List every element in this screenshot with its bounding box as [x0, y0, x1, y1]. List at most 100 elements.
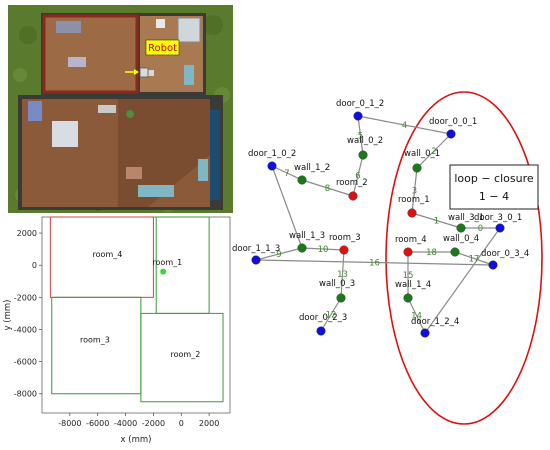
x-tick-label: -2000: [142, 419, 165, 428]
x-axis-label: x (mm): [121, 435, 152, 445]
edge-label: 8: [325, 184, 330, 194]
node-label: room_3: [329, 233, 361, 243]
loop-closure-ellipse: [385, 91, 543, 425]
edge-label: 2: [431, 147, 436, 157]
graph-edges: [255, 115, 501, 334]
x-tick-label: -4000: [114, 419, 137, 428]
small-table: [126, 167, 142, 179]
node-label: door_1_1_3: [232, 244, 280, 254]
graph-node-room_2: [348, 191, 358, 201]
chair: [184, 65, 194, 85]
node-label: wall_1_3: [289, 231, 325, 241]
edge-label: 9: [276, 250, 281, 260]
node-label: door_3_0_1: [474, 213, 522, 223]
node-label: wall_0_3: [319, 279, 355, 289]
graph-node-door_1_0_2: [267, 161, 277, 171]
edge-label: 4: [402, 121, 407, 131]
graph-node-wall_3_1: [456, 223, 466, 233]
graph-node-labels: door_1_1_3 wall_1_3 room_3 door_1_0_2 wall_1…: [232, 99, 529, 327]
graph-edge: [411, 167, 418, 214]
node-label: door_0_2_3: [299, 313, 347, 323]
toilet: [156, 19, 165, 28]
node-label: wall_0_1: [404, 149, 440, 159]
y-tick-label: -6000: [14, 358, 37, 367]
room-label: room_1: [152, 258, 182, 267]
graph-node-door_0_1_2: [353, 111, 363, 121]
graph-node-room_4: [403, 247, 413, 257]
graph-node-wall_1_3: [297, 243, 307, 253]
graph-edge: [340, 249, 345, 299]
x-tick-label: -6000: [86, 419, 109, 428]
simulation-view: Robot: [8, 5, 233, 213]
lower-left-furniture: [28, 101, 42, 121]
plot-area: [41, 216, 231, 414]
x-tick-label: -8000: [58, 419, 81, 428]
node-label: door_0_1_2: [336, 99, 384, 109]
y-tick-label: 0: [32, 261, 37, 270]
simulation-image: Robot: [8, 5, 233, 213]
edge-label: 16: [369, 259, 380, 269]
room-label: room_4: [93, 250, 123, 259]
graph-edge: [255, 247, 303, 261]
graph-edge: [352, 154, 364, 197]
cabinet: [98, 105, 116, 113]
graph-node-room_1: [407, 208, 417, 218]
node-label: door_1_0_2: [248, 149, 296, 159]
robot-arrow-head: [134, 69, 139, 75]
edge-label: 17: [469, 255, 480, 265]
y-tick-label: -4000: [14, 325, 37, 334]
node-label: door_0_3_4: [481, 249, 529, 259]
room-outlines: room_4 room_1 room_3 room_2: [49, 216, 224, 403]
graph-node-wall_1_4: [403, 293, 413, 303]
bed: [52, 121, 78, 147]
graph-edge: [357, 115, 364, 156]
room-label: room_3: [80, 335, 110, 344]
edge-label: 0: [478, 224, 483, 234]
edge-label: 18: [426, 248, 437, 258]
edge-label: 3: [412, 187, 417, 197]
loop-closure-pair: 1 − 4: [479, 190, 509, 203]
y-tick-label: -8000: [14, 390, 37, 399]
graph-nodes: [251, 111, 505, 338]
loop-closure-title: loop − closure: [454, 172, 534, 185]
edge-label: 12: [326, 311, 337, 321]
room-label: room_2: [171, 350, 201, 359]
edge-label: 6: [355, 172, 360, 182]
edge-label: 10: [318, 245, 329, 255]
node-label: room_4: [395, 235, 427, 245]
graph-edge: [301, 179, 354, 197]
graph-node-wall_0_3: [336, 293, 346, 303]
node-label: wall_0_4: [443, 234, 479, 244]
room-map-plot: room_4 room_1 room_3 room_2 -8000 -6000 -4000…: [0, 215, 233, 446]
couch: [138, 185, 174, 197]
robot-label: Robot: [148, 43, 177, 54]
robot-position-marker: [160, 268, 167, 275]
graph-node-wall_0_4: [450, 247, 460, 257]
edge-label: 13: [337, 270, 348, 280]
graph-edge: [454, 251, 494, 266]
node-label: wall_1_4: [395, 280, 431, 290]
y-tick-label: 2000: [17, 229, 37, 238]
graph-node-wall_0_2: [358, 150, 368, 160]
edge-label: 15: [403, 271, 414, 281]
lower-diagonal-floor: [118, 99, 210, 207]
graph-node-room_3: [339, 245, 349, 255]
graph-edge: [411, 212, 462, 229]
plant: [126, 110, 134, 118]
node-label: room_1: [398, 195, 430, 205]
graph-node-door_0_2_3: [316, 326, 326, 336]
edge-label: 7: [284, 169, 289, 179]
graph-node-door_1_2_4: [420, 328, 430, 338]
node-label: wall_1_2: [294, 163, 330, 173]
blue-wall-segment: [210, 110, 220, 200]
graph-edge: [357, 115, 452, 135]
graph-edge: [301, 247, 345, 251]
upper-room-red-wall: [42, 14, 139, 94]
graph-node-door_0_3_4: [488, 260, 498, 270]
armchair: [198, 159, 208, 181]
graph-node-wall_1_2: [297, 175, 307, 185]
graph-node-wall_0_1: [412, 163, 422, 173]
